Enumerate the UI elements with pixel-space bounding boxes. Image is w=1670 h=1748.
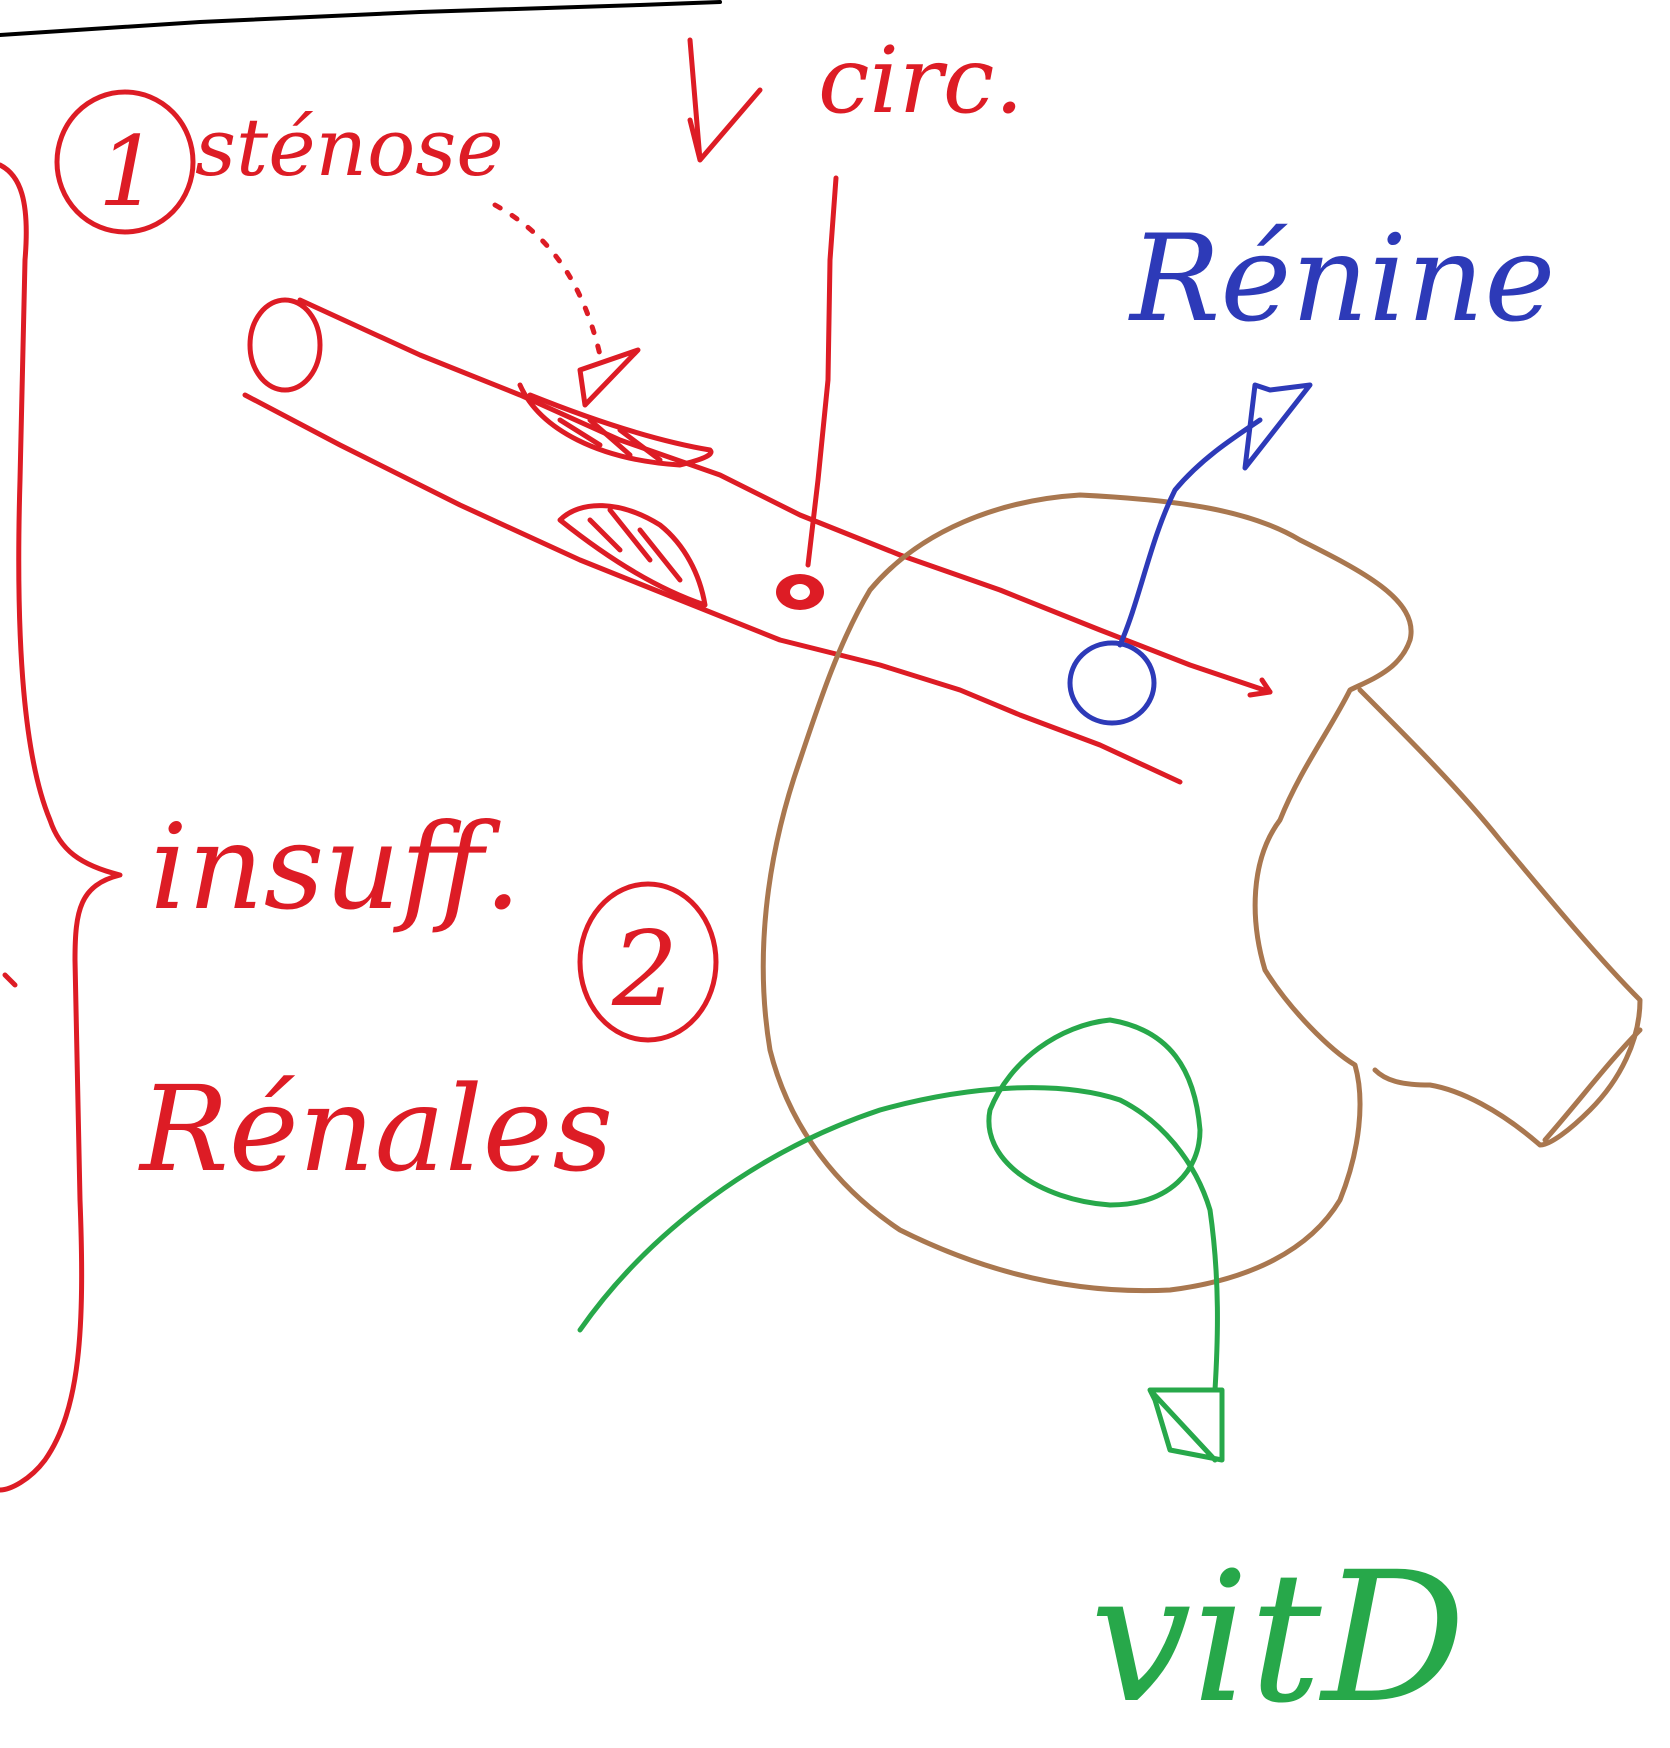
- number-one-label: 1: [98, 116, 159, 228]
- brace-tick: [5, 975, 15, 985]
- circ-label: circ.: [818, 27, 1024, 134]
- top-border-line: [0, 2, 720, 35]
- upper-plaque: [520, 385, 711, 465]
- left-curly-brace: [0, 165, 120, 1490]
- renales-label: Rénales: [138, 1060, 613, 1198]
- renin-arrow-line: [1120, 420, 1260, 645]
- stenose-dotted-arrow: [495, 205, 600, 355]
- vitd-arrowhead: [1150, 1390, 1222, 1460]
- ureter-inner-line: [1545, 1030, 1640, 1140]
- stenose-arrowhead: [580, 350, 638, 405]
- number-two-label: 2: [611, 908, 678, 1030]
- stenose-label: sténose: [195, 101, 504, 194]
- renine-label: Rénine: [1128, 210, 1555, 349]
- artery-opening: [250, 300, 320, 390]
- circ-arrow-down: [690, 40, 760, 160]
- renin-circle: [1070, 643, 1154, 723]
- vitd-swoosh: [580, 1088, 1217, 1390]
- kidney-outline: [763, 495, 1411, 1291]
- circ-vertical-line: [808, 178, 836, 565]
- vitd-loop: [989, 1020, 1200, 1205]
- insuff-label: insuff.: [150, 798, 521, 936]
- vitd-label: vitD: [1090, 1534, 1466, 1743]
- circulation-dot-center: [790, 584, 810, 600]
- lower-plaque: [560, 506, 705, 605]
